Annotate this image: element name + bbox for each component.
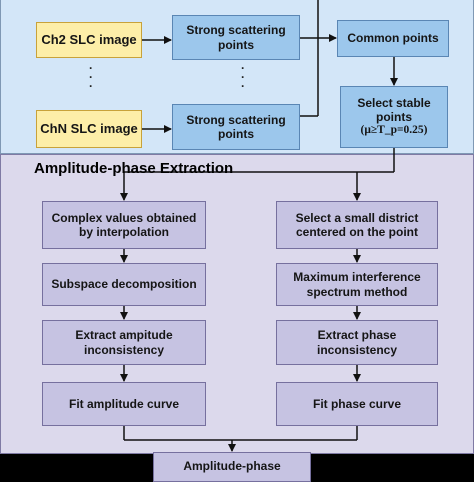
amp-step-label: Extract ampitude inconsistency: [75, 328, 173, 357]
section-title: Amplitude-phase Extraction: [34, 160, 234, 177]
ch2-input-box: Ch2 SLC image: [36, 22, 142, 58]
chn-input-box: ChN SLC image: [36, 110, 142, 148]
ch2-input-label: Ch2 SLC image: [41, 32, 137, 48]
stable-points-box: Select stable points (μ≥T_p=0.25): [340, 86, 448, 148]
scatter-box-ch2: Strong scattering points: [172, 15, 300, 60]
phase-step-label: Select a small district centered on the …: [295, 210, 419, 239]
phase-step-label: Extract phase inconsistency: [316, 328, 398, 357]
phase-step-spectrum: Maximum interference spectrum method: [276, 263, 438, 306]
phase-step-label: Maximum interference spectrum method: [293, 270, 421, 299]
scatter-label-chn: Strong scattering points: [186, 112, 286, 141]
stable-points-label: Select stable points: [357, 95, 431, 125]
phase-step-district: Select a small district centered on the …: [276, 201, 438, 249]
common-points-label: Common points: [347, 31, 439, 46]
output-label: Amplitude-phase: [183, 459, 281, 473]
ellipsis-inputs: · · ·: [89, 61, 93, 93]
ellipsis-scatter: · · ·: [241, 61, 245, 93]
scatter-box-chn: Strong scattering points: [172, 104, 300, 150]
common-points-box: Common points: [337, 20, 449, 57]
stable-threshold-formula: (μ≥T_p=0.25): [360, 124, 428, 137]
amp-step-subspace: Subspace decomposition: [42, 263, 206, 306]
phase-step-fit-curve: Fit phase curve: [276, 382, 438, 426]
scatter-label-ch2: Strong scattering points: [186, 23, 286, 52]
phase-step-inconsistency: Extract phase inconsistency: [276, 320, 438, 365]
output-box: Amplitude-phase: [153, 452, 311, 482]
amp-step-label: Fit amplitude curve: [68, 396, 180, 411]
amp-step-interpolation: Complex values obtained by interpolation: [42, 201, 206, 249]
amp-step-inconsistency: Extract ampitude inconsistency: [42, 320, 206, 365]
amp-step-label: Subspace decomposition: [51, 277, 197, 292]
amp-step-fit-curve: Fit amplitude curve: [42, 382, 206, 426]
amp-step-label: Complex values obtained by interpolation: [51, 210, 197, 239]
chn-input-label: ChN SLC image: [40, 121, 138, 137]
phase-step-label: Fit phase curve: [312, 396, 402, 411]
